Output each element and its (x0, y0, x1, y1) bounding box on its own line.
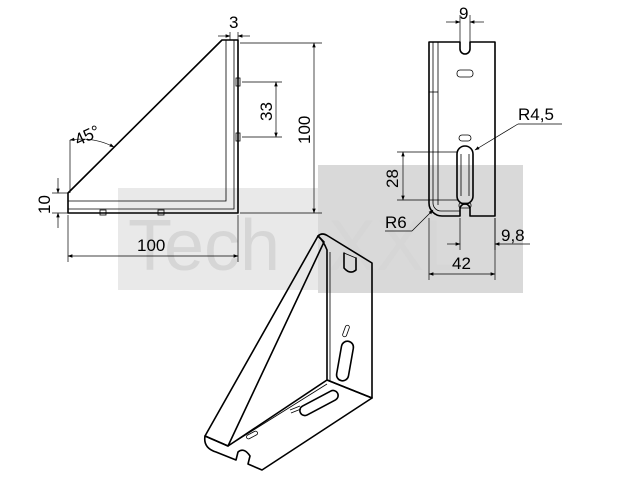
dim-width: 100 (137, 236, 165, 255)
side-slot-marker-bottom (235, 132, 241, 142)
dim-slot-spacing: 33 (257, 102, 276, 121)
dim-thickness: 3 (229, 13, 238, 32)
iso-base-plate (203, 379, 373, 471)
watermark-text-left: Tech (128, 206, 280, 286)
foot-slot-marker-left (99, 209, 107, 216)
front-slot-small-top (456, 69, 474, 78)
front-slot-small-mid (458, 134, 472, 142)
dim-offset: 9,8 (501, 226, 525, 245)
dim-slot-width: 9 (459, 4, 468, 23)
iso-slot-long-wall (335, 340, 355, 382)
iso-slot-small-base (246, 430, 258, 440)
dim-slot-radius: R4,5 (518, 105, 554, 124)
front-view: 9 R4,5 28 R6 9,8 42 (383, 4, 562, 280)
side-view-outline (67, 39, 239, 214)
dim-angle: 45° (72, 122, 103, 150)
dim-front-width: 42 (452, 254, 471, 273)
watermark: Tech XXL (118, 165, 523, 293)
dim-bend-radius: R6 (385, 213, 407, 232)
front-slot-long (456, 145, 474, 205)
iso-slot-long-base (299, 389, 339, 417)
side-slot-marker-top (235, 77, 241, 87)
isometric-view (203, 233, 373, 471)
front-view-outline (428, 41, 496, 217)
foot-slot-marker-right (157, 209, 165, 216)
dim-slot-length: 28 (383, 169, 402, 188)
dim-height: 100 (295, 116, 314, 144)
iso-slot-small-wall (342, 324, 350, 338)
dim-foot: 10 (35, 195, 54, 214)
